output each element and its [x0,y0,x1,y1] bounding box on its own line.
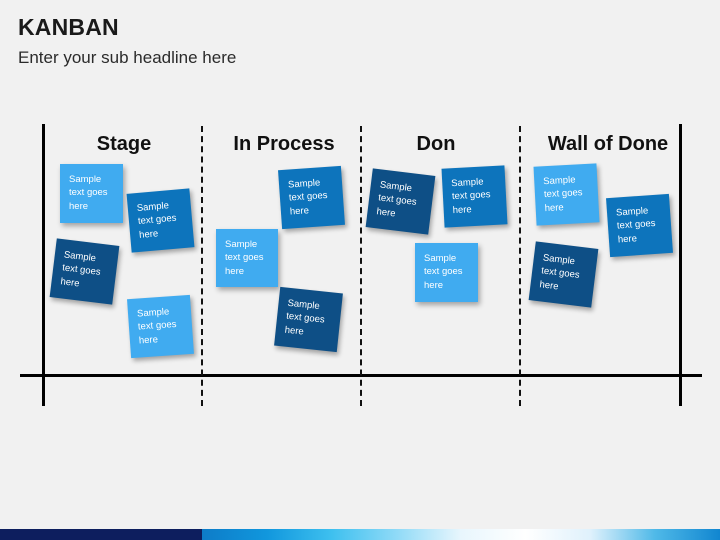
page-subtitle: Enter your sub headline here [18,48,237,67]
sticky-note-text: Sample text goes here [451,176,491,217]
column-header-stage: Stage [96,133,152,155]
column-header-wall-of-done: Wall of Done [547,133,669,155]
sticky-note[interactable]: Sample text goes here [533,163,600,226]
sticky-note-text: Sample text goes here [69,174,108,212]
footer-bar [0,529,720,540]
board-axis-left [42,124,45,406]
footer-bar-navy-segment [0,529,202,540]
sticky-note-text: Sample text goes here [543,174,583,215]
sticky-note[interactable]: Sample text goes here [216,229,278,287]
column-divider-stage [201,126,203,406]
column-header-in-process: In Process [233,133,335,155]
sticky-note-text: Sample text goes here [136,306,177,347]
sticky-note[interactable]: Sample text goes here [528,241,599,308]
page-title: KANBAN [18,14,119,40]
sticky-note[interactable]: Sample text goes here [274,286,343,353]
sticky-note[interactable]: Sample text goes here [415,243,478,302]
sticky-note-text: Sample text goes here [538,252,581,293]
sticky-note[interactable]: Sample text goes here [441,165,508,228]
sticky-note[interactable]: Sample text goes here [127,294,194,359]
sticky-note[interactable]: Sample text goes here [126,188,195,253]
sticky-note-text: Sample text goes here [284,297,326,338]
sticky-note-text: Sample text goes here [424,253,463,291]
sticky-note-text: Sample text goes here [615,205,656,246]
sticky-note-text: Sample text goes here [136,200,177,241]
sticky-note-text: Sample text goes here [287,177,328,218]
sticky-note-text: Sample text goes here [59,249,102,290]
sticky-note[interactable]: Sample text goes here [49,238,120,305]
column-header-done: Don [416,133,456,155]
sticky-note[interactable]: Sample text goes here [278,165,345,230]
column-divider-done [519,126,521,406]
column-divider-in-process [360,126,362,406]
footer-bar-gradient-segment [202,529,720,540]
board-axis-right [679,124,682,406]
sticky-note-text: Sample text goes here [375,179,418,220]
sticky-note[interactable]: Sample text goes here [606,193,673,258]
sticky-note[interactable]: Sample text goes here [365,168,436,235]
sticky-note-text: Sample text goes here [225,239,264,277]
sticky-note[interactable]: Sample text goes here [60,164,123,223]
